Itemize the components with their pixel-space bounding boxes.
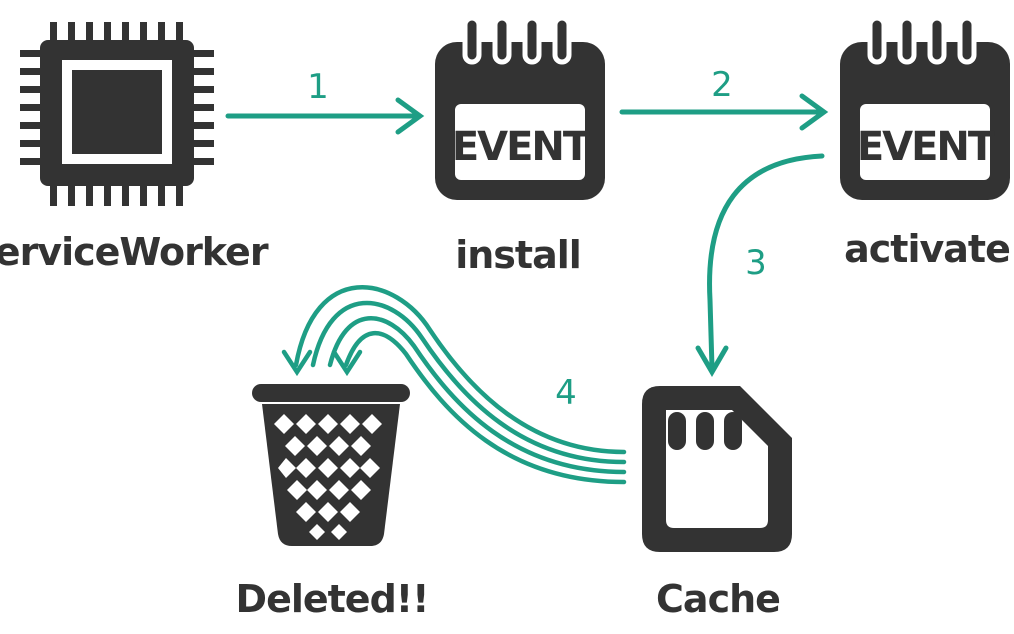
arrow-step-2 bbox=[619, 93, 829, 131]
install-label: install bbox=[455, 233, 581, 277]
cache-label: Cache bbox=[656, 577, 780, 621]
deleted-label: Deleted!! bbox=[236, 577, 429, 621]
arrow-step-1 bbox=[225, 97, 425, 135]
service-worker-label: ServiceWorker bbox=[0, 230, 269, 274]
activate-event-badge: EVENT bbox=[857, 124, 996, 170]
step-2-number: 2 bbox=[711, 65, 733, 105]
cpu-chip-icon bbox=[20, 22, 214, 206]
arrow-step-4 bbox=[281, 285, 627, 485]
step-3-number: 3 bbox=[745, 243, 767, 283]
install-calendar-event-icon: EVENT bbox=[435, 15, 605, 200]
activate-label: activate bbox=[844, 227, 1010, 271]
step-4-number: 4 bbox=[555, 373, 577, 413]
step-1-number: 1 bbox=[307, 67, 329, 107]
arrow-step-3 bbox=[695, 153, 825, 377]
trash-basket-icon bbox=[252, 384, 410, 546]
activate-calendar-event-icon: EVENT bbox=[840, 15, 1010, 200]
sd-card-icon bbox=[642, 386, 792, 552]
install-event-badge: EVENT bbox=[452, 124, 591, 170]
